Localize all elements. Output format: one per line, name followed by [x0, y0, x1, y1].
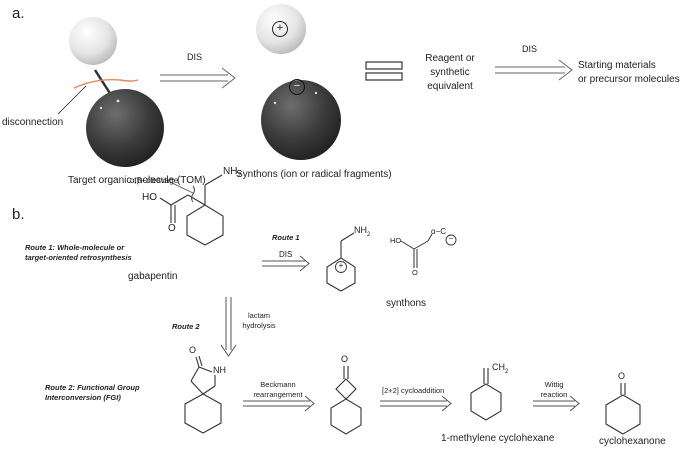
beckmann-line: Beckmann [260, 380, 296, 389]
wittig-arrow [533, 395, 580, 412]
tom-light-sphere [69, 17, 117, 65]
beckmann-arrow [243, 395, 315, 412]
dis-arrow-2 [495, 59, 573, 81]
disconnection-curve [73, 78, 139, 89]
gabapentin-ho: HO [142, 192, 157, 203]
cyclohexanone-structure [605, 383, 641, 435]
methylene-ch2: CH2 [492, 363, 508, 375]
dis-arrow-1 [160, 67, 236, 89]
cycloaddition-arrow [380, 395, 452, 412]
synthon-dark-sphere [261, 80, 341, 160]
route2-down-arrow [220, 297, 237, 357]
route1-label: Route 1 [272, 233, 300, 242]
route2-label: Route 2 [172, 322, 200, 331]
lactam-o: O [189, 345, 197, 355]
methylenecyclohexane-structure [470, 368, 502, 421]
equivalence-bar-bottom [365, 72, 403, 81]
lactam-nh: NH [213, 365, 226, 375]
minus-badge: − [293, 80, 301, 92]
beckmann-label: Beckmann rearrangement [248, 380, 308, 400]
cycloaddition-label: [2+2] cycloaddition [382, 386, 445, 395]
dis-arrow-2-label: DIS [522, 44, 538, 54]
disconnection-pointer [57, 85, 87, 115]
route2-description: Route 2: Functional Group Interconversio… [45, 383, 140, 403]
gabapentin-structure [159, 174, 224, 246]
cleavage-label: α,β−cleavage [130, 176, 179, 185]
starting-materials-label: Starting materials or precursor molecule… [578, 59, 680, 87]
plus-badge: + [276, 22, 284, 34]
tom-caption: Target organic molecule (TOM) [68, 175, 206, 186]
synthons-label: synthons [386, 298, 427, 309]
nh2-subscript: 2 [367, 231, 371, 238]
synthon-anion-minus: − [448, 234, 454, 243]
ch2-subscript: 2 [505, 368, 509, 375]
highlight-dot [99, 106, 103, 110]
highlight-dot [314, 91, 318, 95]
reagent-line: Reagent or [425, 53, 475, 64]
synthon-anion-alpha: α−C [431, 227, 447, 236]
highlight-dot [116, 99, 120, 103]
reagent-label: Reagent or synthetic equivalent [410, 52, 490, 94]
cleavage-pointer [171, 182, 194, 194]
nh-text: NH [223, 166, 238, 177]
starting-line: or precursor molecules [578, 74, 680, 85]
synthon-minus-ring [445, 234, 457, 246]
route1-arrow-label: DIS [279, 250, 293, 259]
synthon-plus-ring [335, 261, 347, 273]
disconnection-label: disconnection [2, 117, 64, 128]
route1-description: Route 1: Whole-molecule or target-orient… [25, 243, 132, 263]
panel-a-label: a. [12, 5, 25, 22]
route1-dis-arrow [262, 255, 310, 272]
highlight-dot [273, 101, 277, 105]
synthon-anion-o: O [412, 268, 418, 277]
cyclohexanone-label: cyclohexanone [599, 436, 666, 447]
beckmann-line: rearrangement [253, 390, 303, 399]
methylene-label: 1-methylene cyclohexane [441, 433, 555, 444]
nh-text: NH [354, 225, 367, 235]
cyclobutanone-structure [330, 366, 362, 435]
wittig-label: Wittig reaction [532, 380, 576, 400]
route2-desc-line: Route 2: Functional Group [45, 383, 140, 392]
gabapentin-nh2: NH2 [223, 166, 242, 180]
gabapentin-label: gabapentin [128, 271, 178, 282]
nh2-subscript: 2 [237, 172, 242, 179]
synthon-light-sphere [256, 4, 306, 54]
synthon-anion-ho: HO [390, 236, 402, 245]
route1-desc-line: Route 1: Whole-molecule or [25, 243, 125, 252]
synthon-anion-structure [400, 233, 433, 268]
synthons-caption: Synthons (ion or radical fragments) [236, 169, 392, 180]
synthon-cation-structure [326, 232, 356, 292]
ch-text: CH [492, 362, 505, 372]
synthon-cation-nh2: NH2 [354, 226, 370, 238]
equivalence-bar-top [365, 61, 403, 70]
reagent-line: synthetic [430, 67, 470, 78]
lactam-hydrolysis-label: lactam hydrolysis [234, 311, 284, 331]
route2-desc-line: Interconversion (FGI) [45, 393, 121, 402]
cyclohexanone-o: O [618, 371, 626, 381]
cyclobutanone-o: O [341, 354, 349, 364]
wittig-line: Wittig [544, 380, 564, 389]
route1-desc-line: target-oriented retrosynthesis [25, 253, 132, 262]
lactam-line: lactam [247, 311, 271, 320]
starting-line: Starting materials [578, 60, 656, 71]
reagent-line: equivalent [427, 81, 473, 92]
dis-arrow-1-label: DIS [187, 52, 203, 62]
wittig-line: reaction [540, 390, 568, 399]
tom-dark-sphere [86, 89, 164, 167]
minus-badge-ring [289, 79, 305, 95]
synthon-plus: + [338, 261, 344, 270]
panel-b-label: b. [12, 206, 25, 223]
plus-badge-ring [272, 21, 288, 37]
gabapentin-o: O [168, 223, 176, 234]
lactam-structure [184, 355, 222, 434]
lactam-line: hydrolysis [242, 321, 276, 330]
